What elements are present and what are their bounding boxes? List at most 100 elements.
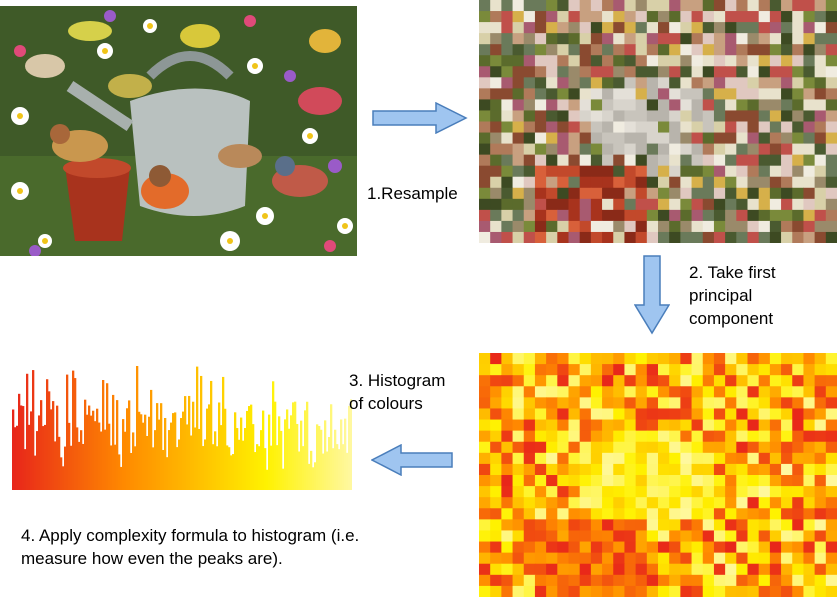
heatmap-cell	[490, 541, 502, 554]
mosaic-cell	[590, 154, 603, 167]
heatmap-cell	[769, 452, 782, 465]
heatmap-cell	[546, 419, 558, 432]
mosaic-cell	[758, 143, 771, 156]
mosaic-cell	[713, 22, 726, 34]
heatmap-cell	[523, 386, 536, 398]
heatmap-cell	[602, 463, 614, 476]
histogram-bar	[268, 414, 271, 490]
histogram-bar	[308, 463, 311, 490]
heatmap-cell	[579, 353, 592, 365]
mosaic-cell	[758, 198, 771, 211]
heatmap-cell	[658, 508, 670, 520]
histogram-bar	[176, 447, 179, 490]
mosaic-cell	[479, 176, 491, 189]
heatmap-cell	[658, 486, 670, 498]
heatmap-cell	[479, 475, 491, 487]
heatmap-cell	[702, 574, 715, 587]
heatmap-cell	[590, 452, 603, 465]
mosaic-cell	[512, 121, 525, 134]
mosaic-cell	[602, 33, 614, 45]
histogram-bar	[152, 447, 155, 490]
mosaic-cell	[781, 209, 793, 222]
histogram-bar	[18, 393, 21, 490]
mosaic-cell	[490, 132, 502, 145]
histogram-bar	[90, 415, 93, 490]
mosaic-cell	[568, 231, 581, 243]
heatmap-cell	[479, 375, 491, 387]
histogram-bar	[294, 401, 297, 490]
heatmap-cell	[523, 563, 536, 576]
heatmap-cell	[736, 574, 748, 587]
heatmap-cell	[747, 386, 760, 398]
heatmap-cell	[579, 386, 592, 398]
mosaic-cell	[646, 99, 659, 111]
mosaic-cell	[669, 165, 681, 178]
mosaic-cell	[534, 176, 547, 189]
heatmap-cell	[602, 353, 614, 365]
mosaic-cell	[579, 99, 592, 111]
heatmap-cell	[669, 486, 681, 498]
mosaic-cell	[702, 55, 715, 67]
mosaic-cell	[680, 11, 693, 23]
histogram-bar	[22, 406, 25, 490]
heatmap-cell	[758, 386, 771, 398]
heatmap-cell	[624, 563, 637, 576]
mosaic-cell	[602, 176, 614, 189]
heatmap-cell	[680, 475, 693, 487]
heatmap-cell	[613, 530, 625, 543]
mosaic-cell	[512, 66, 525, 78]
mosaic-cell	[479, 110, 491, 122]
mosaic-cell	[602, 88, 614, 100]
mosaic-cell	[747, 99, 760, 111]
heatmap-cell	[747, 574, 760, 587]
heatmap-cell	[490, 353, 502, 365]
histogram-bar	[12, 409, 15, 490]
heatmap-cell	[546, 397, 558, 409]
histogram-bar	[112, 394, 115, 490]
histogram-bar	[266, 469, 269, 490]
heatmap-cell	[534, 574, 547, 587]
mosaic-cell	[613, 121, 625, 134]
mosaic-cell	[568, 121, 581, 134]
mosaic-cell	[725, 165, 737, 178]
mosaic-cell	[602, 165, 614, 178]
heatmap-cell	[747, 497, 760, 509]
heatmap-cell	[624, 541, 637, 554]
mosaic-cell	[613, 231, 625, 243]
mosaic-cell	[479, 121, 491, 134]
heatmap-cell	[512, 563, 525, 576]
heatmap-cell	[546, 364, 558, 376]
heatmap-cell	[579, 463, 592, 476]
mosaic-cell	[825, 88, 837, 100]
heatmap-cell	[825, 463, 837, 476]
mosaic-cell	[579, 33, 592, 45]
histogram-bar	[244, 428, 247, 490]
heatmap-cell	[658, 386, 670, 398]
mosaic-cell	[523, 220, 536, 233]
heatmap-cell	[602, 508, 614, 520]
mosaic-cell	[725, 176, 737, 189]
heatmap-cell	[602, 497, 614, 509]
histogram-bar	[204, 439, 207, 490]
mosaic-cell	[546, 110, 558, 122]
heatmap-cell	[792, 585, 804, 597]
histogram-bar	[64, 446, 67, 490]
heatmap-cell	[523, 441, 536, 454]
heatmap-cell	[635, 419, 648, 432]
heatmap-cell	[579, 364, 592, 376]
heatmap-cell	[781, 519, 793, 531]
heatmap-cell	[691, 486, 704, 498]
mosaic-cell	[624, 176, 637, 189]
histogram-bar	[296, 423, 299, 490]
heatmap-cell	[702, 408, 715, 421]
mosaic-cell	[825, 0, 837, 12]
heatmap-cell	[792, 375, 804, 387]
heatmap-cell	[557, 441, 569, 454]
heatmap-cell	[646, 419, 659, 432]
heatmap-cell	[557, 574, 569, 587]
heatmap-cell	[769, 519, 782, 531]
mosaic-cell	[658, 220, 670, 233]
heatmap-cell	[646, 508, 659, 520]
mosaic-cell	[590, 132, 603, 145]
mosaic-cell	[534, 143, 547, 156]
